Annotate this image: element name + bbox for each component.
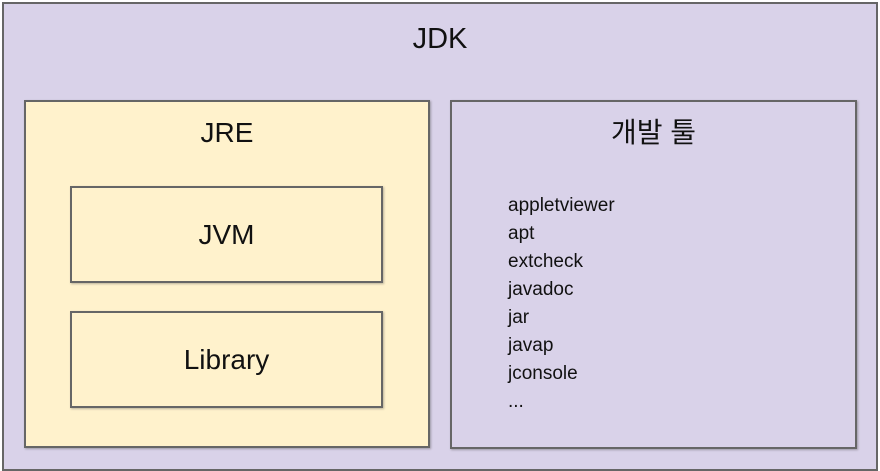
tool-item: javadoc [508, 279, 574, 300]
jre-container-box: JRE JVM Library [24, 100, 430, 448]
tool-item: ... [508, 391, 524, 412]
dev-tools-box: 개발 툴 appletviewer apt extcheck javadoc j… [450, 100, 857, 449]
tool-item: javap [508, 335, 554, 356]
jdk-title: JDK [412, 23, 468, 55]
library-label: Library [183, 343, 270, 375]
tool-item: jconsole [508, 363, 578, 384]
tool-item: jar [508, 307, 530, 328]
tool-item: appletviewer [508, 195, 615, 216]
library-box: Library [70, 311, 383, 408]
jre-title: JRE [200, 117, 254, 148]
dev-tools-title: 개발 툴 [610, 117, 697, 148]
jvm-box: JVM [70, 186, 383, 283]
tool-item: extcheck [508, 251, 583, 272]
jvm-label: JVM [198, 218, 255, 250]
tool-item: apt [508, 223, 535, 244]
dev-tools-list: appletviewer apt extcheck javadoc jar ja… [508, 192, 615, 416]
